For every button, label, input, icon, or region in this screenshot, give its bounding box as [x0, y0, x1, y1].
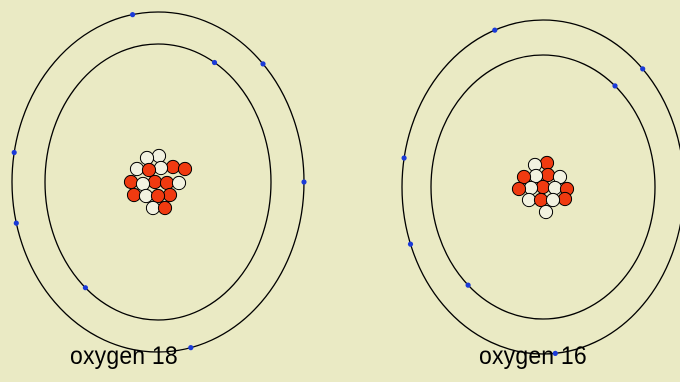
electron-outer-shell	[130, 12, 136, 18]
neutron	[547, 180, 563, 196]
neutron	[523, 180, 539, 196]
proton	[157, 200, 173, 216]
atom-oxygen-18	[11, 11, 307, 353]
nucleus	[511, 155, 575, 220]
neutron	[538, 204, 554, 220]
neutron	[139, 150, 155, 166]
electron-outer-shell	[11, 149, 17, 156]
proton	[557, 191, 573, 207]
proton	[147, 174, 163, 190]
neutron	[171, 175, 187, 191]
neutron	[138, 188, 154, 204]
electron-inner-shell	[465, 282, 471, 288]
proton	[159, 175, 175, 191]
proton	[141, 162, 157, 178]
neutron	[129, 161, 145, 177]
proton	[533, 192, 549, 208]
neutron	[145, 200, 161, 216]
proton	[516, 169, 532, 185]
electron-outer-shell	[301, 179, 307, 185]
electron-outer-shell	[188, 345, 194, 351]
proton	[540, 167, 556, 183]
proton	[150, 188, 166, 204]
proton	[162, 187, 178, 203]
atom-label-oxygen-16: oxygen 16	[479, 342, 587, 370]
neutron	[151, 148, 167, 164]
electron-inner-shell	[82, 285, 88, 291]
outer-electron-shell	[401, 19, 680, 355]
electron-outer-shell	[13, 220, 19, 226]
proton	[126, 187, 142, 203]
proton	[539, 155, 555, 171]
inner-electron-shell	[44, 43, 272, 321]
electron-outer-shell	[401, 155, 407, 161]
proton	[123, 174, 139, 190]
electron-inner-shell	[211, 59, 218, 66]
proton	[535, 179, 551, 195]
nucleus	[123, 148, 193, 216]
electron-outer-shell	[552, 350, 558, 356]
proton	[511, 181, 527, 197]
neutron	[153, 160, 169, 176]
electron-outer-shell	[492, 27, 498, 33]
atom-label-oxygen-18: oxygen 18	[70, 342, 178, 370]
electron-outer-shell	[260, 61, 266, 67]
electron-outer-shell	[407, 241, 414, 247]
neutron	[135, 176, 151, 192]
atom-oxygen-16	[401, 19, 680, 356]
electron-inner-shell	[612, 83, 618, 89]
electron-outer-shell	[640, 66, 646, 72]
inner-electron-shell	[430, 54, 656, 320]
neutron	[521, 192, 537, 208]
proton	[165, 159, 181, 175]
neutron	[545, 192, 561, 208]
proton	[177, 161, 193, 177]
